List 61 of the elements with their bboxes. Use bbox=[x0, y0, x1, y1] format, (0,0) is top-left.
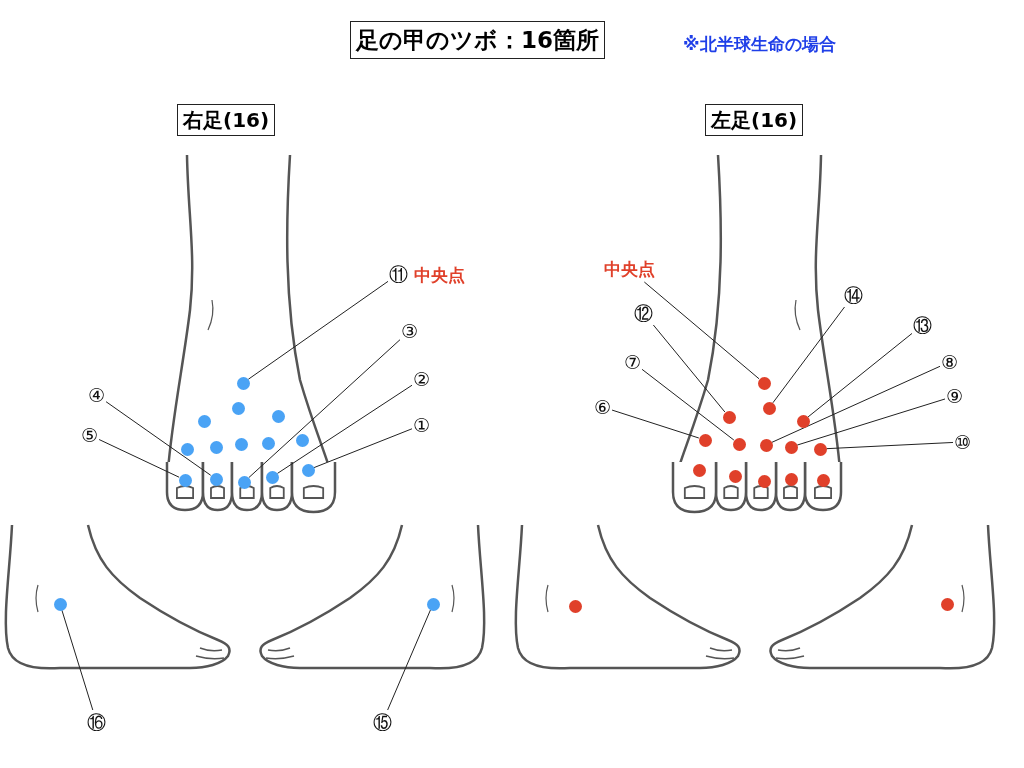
leader-line bbox=[61, 609, 94, 711]
callout-number: ⑥ bbox=[594, 396, 612, 418]
callout-number: ⑤ bbox=[81, 424, 99, 446]
acupoint-dot bbox=[261, 436, 275, 450]
leader-line bbox=[247, 280, 389, 380]
callout-number: ⑫ bbox=[634, 302, 653, 324]
callout-number: ② bbox=[413, 368, 431, 390]
leader-line bbox=[652, 324, 726, 413]
acupoint-dot bbox=[209, 440, 223, 454]
leader-line bbox=[276, 384, 413, 474]
point-label: 中央点 bbox=[414, 265, 465, 285]
acupoint-dot bbox=[698, 433, 712, 447]
leader-line bbox=[105, 401, 212, 476]
acupoint-dot bbox=[568, 599, 582, 613]
leader-line bbox=[796, 398, 946, 446]
side-heading: 右足(16) bbox=[177, 104, 276, 136]
leader-line bbox=[643, 281, 760, 380]
leader-line bbox=[313, 428, 413, 469]
acupoint-dot bbox=[231, 401, 245, 415]
acupoint-dot bbox=[426, 597, 440, 611]
callout-number: ⑬ bbox=[913, 314, 932, 336]
acupoint-dot bbox=[784, 440, 798, 454]
leader-line bbox=[771, 365, 941, 443]
callout-number: ⑦ bbox=[624, 351, 642, 373]
callout-number: ⑩ bbox=[954, 431, 972, 453]
acupoint-dot bbox=[796, 414, 810, 428]
acupoint-dot bbox=[732, 437, 746, 451]
leader-line bbox=[98, 439, 180, 478]
acupoint-dot bbox=[271, 409, 285, 423]
callout-number: ⑧ bbox=[941, 351, 959, 373]
acupoint-dot bbox=[236, 376, 250, 390]
acupoint-dot bbox=[762, 401, 776, 415]
callout-number: ⑨ bbox=[946, 385, 964, 407]
acupoint-dot bbox=[180, 442, 194, 456]
note-text: ※北半球生命の場合 bbox=[683, 33, 836, 56]
leader-line bbox=[611, 409, 700, 439]
callout-number: ⑪ bbox=[389, 263, 408, 285]
acupoint-dot bbox=[53, 597, 67, 611]
callout-number: ③ bbox=[401, 320, 419, 342]
callout-number: ⑮ bbox=[373, 711, 392, 733]
acupoint-dot bbox=[940, 597, 954, 611]
leader-line bbox=[807, 332, 913, 418]
acupoint-dot bbox=[759, 438, 773, 452]
side-heading: 左足(16) bbox=[705, 104, 804, 136]
point-label: 中央点 bbox=[604, 258, 655, 281]
callout-number: ⑭ bbox=[844, 284, 863, 306]
leader-line bbox=[772, 306, 846, 404]
acupoint-dot bbox=[295, 433, 309, 447]
callout-number: ① bbox=[413, 414, 431, 436]
callout-number: ⑯ bbox=[87, 711, 106, 733]
leader-line bbox=[641, 368, 735, 441]
leader-line bbox=[826, 441, 954, 450]
title: 足の甲のツボ：16箇所 bbox=[350, 21, 605, 59]
acupoint-dot bbox=[722, 410, 736, 424]
callout-number: ④ bbox=[88, 384, 106, 406]
acupoint-dot bbox=[234, 437, 248, 451]
acupoint-dot bbox=[813, 442, 827, 456]
acupoint-dot bbox=[757, 376, 771, 390]
leader-line bbox=[387, 609, 431, 711]
leader-line bbox=[248, 339, 401, 479]
acupoint-dot bbox=[197, 414, 211, 428]
